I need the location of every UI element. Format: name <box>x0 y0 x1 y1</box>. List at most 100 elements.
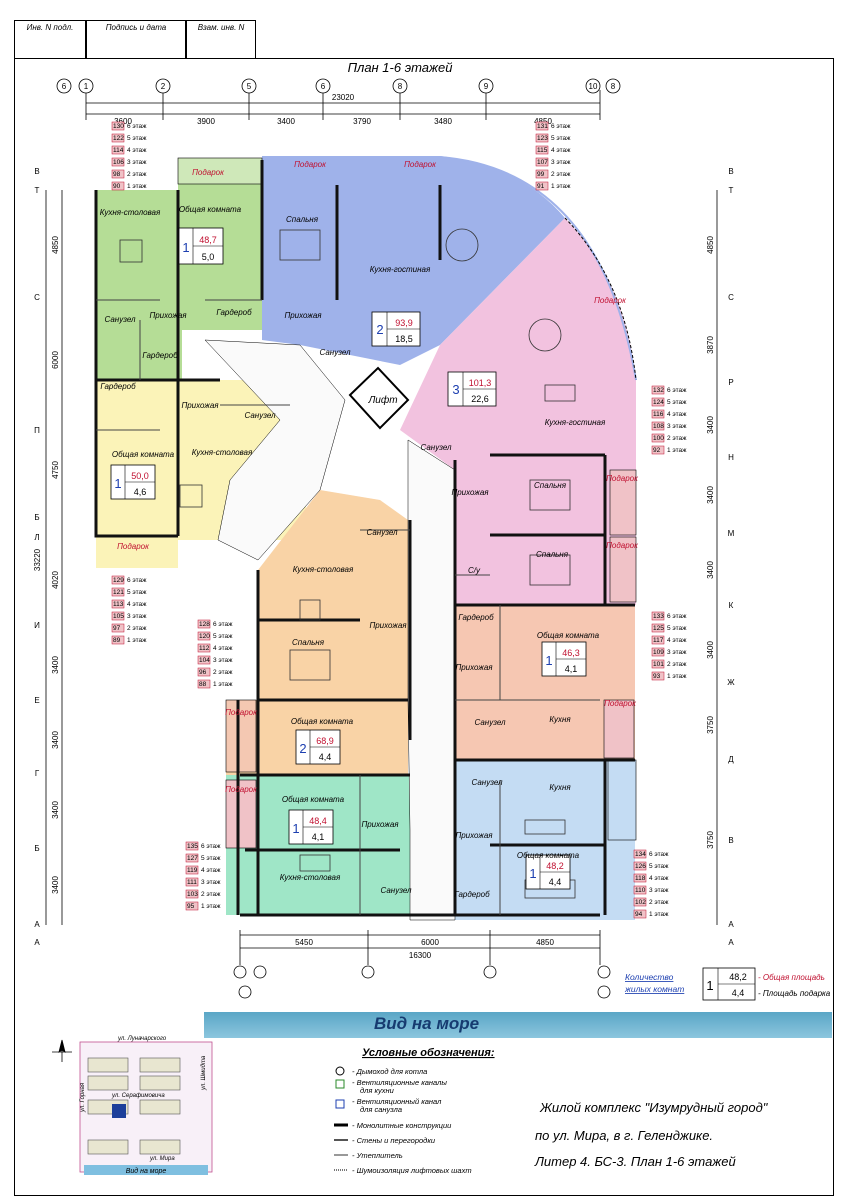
axis-label: П <box>34 426 40 435</box>
svg-text:123: 123 <box>537 135 548 142</box>
table <box>179 484 203 508</box>
axis-label: А <box>34 938 40 947</box>
left-dim: 3400 <box>51 876 60 894</box>
bed <box>529 554 571 586</box>
plan-title: План 1-6 этажей <box>348 60 453 75</box>
svg-text:6 этаж: 6 этаж <box>667 613 687 620</box>
legend-key-l1: - Общая площадь <box>758 973 825 982</box>
svg-text:122: 122 <box>113 135 124 142</box>
table <box>119 239 143 263</box>
street-label: ул. Шмидта <box>201 1055 207 1091</box>
room-name: Общая комната <box>112 450 175 459</box>
svg-text:5 этаж: 5 этаж <box>551 135 571 142</box>
apt-info-1: 1 48,7 5,0 <box>178 227 224 265</box>
room-labels: Подарок Подарок Подарок Подарок Подарок … <box>100 160 639 899</box>
svg-text:68,9: 68,9 <box>316 736 334 746</box>
apt-yellow-gift <box>96 536 178 568</box>
legend-key-rooms: 1 <box>706 978 713 993</box>
legend-key: Количество жилых комнат 1 48,2 4,4 - Общ… <box>624 967 831 1001</box>
svg-text:1 этаж: 1 этаж <box>667 673 687 680</box>
svg-text:117: 117 <box>653 637 664 644</box>
project-line-1: Жилой комплекс "Изумрудный город" <box>539 1100 769 1115</box>
room-name: Кухня-столовая <box>100 208 161 217</box>
apt-info-4: 1 50,0 4,6 <box>110 464 156 500</box>
svg-text:129: 129 <box>113 577 124 584</box>
room-name: Прихожая <box>455 663 493 672</box>
axis-label: Р <box>728 378 733 387</box>
top-dim: 3900 <box>197 117 215 126</box>
facade-curve <box>439 156 637 381</box>
axis-label: Д <box>728 755 734 764</box>
axis-label: Ж <box>727 678 735 687</box>
svg-text:6 этаж: 6 этаж <box>551 123 571 130</box>
room-name: Общая комната <box>282 795 345 804</box>
svg-text:133: 133 <box>653 613 664 620</box>
right-dim: 3750 <box>706 831 715 849</box>
svg-text:2 этаж: 2 этаж <box>667 661 687 668</box>
room-name: Общая комната <box>537 631 600 640</box>
axis-label: С <box>728 293 734 302</box>
apt-info-5: 1 46,3 4,1 <box>541 641 587 677</box>
axis-label: Л <box>34 533 39 542</box>
apt-info-3: 3 101,3 22,6 <box>447 371 497 407</box>
street-label: ул. Серафимовича <box>111 1093 165 1099</box>
street-label: ул. Мира <box>149 1156 175 1162</box>
room-name: Спальня <box>536 550 569 559</box>
svg-text:5 этаж: 5 этаж <box>213 633 233 640</box>
svg-text:96: 96 <box>199 669 207 676</box>
svg-text:18,5: 18,5 <box>395 334 413 344</box>
room-name: Общая комната <box>517 851 580 860</box>
legend-title: Условные обозначения: <box>362 1047 495 1059</box>
svg-text:101: 101 <box>653 661 664 668</box>
top-dim: 3400 <box>277 117 295 126</box>
axis-label: М <box>728 529 735 538</box>
svg-text:89: 89 <box>113 637 121 644</box>
svg-text:110: 110 <box>635 887 646 894</box>
axis-label: Г <box>35 769 40 778</box>
axis-label: А <box>728 920 734 929</box>
right-dim: 3400 <box>706 641 715 659</box>
svg-text:4 этаж: 4 этаж <box>213 645 233 652</box>
axis-label: Б <box>34 844 39 853</box>
svg-text:22,6: 22,6 <box>471 394 489 404</box>
axis-label: А <box>34 920 40 929</box>
top-axis-bubbles <box>56 78 621 94</box>
apt-orange-top <box>258 490 408 700</box>
svg-text:46,3: 46,3 <box>562 648 580 658</box>
axis-label: В <box>34 167 39 176</box>
svg-text:115: 115 <box>537 147 548 154</box>
svg-text:4,4: 4,4 <box>549 877 562 887</box>
svg-text:1 этаж: 1 этаж <box>201 903 221 910</box>
svg-text:- Утеплитель: - Утеплитель <box>352 1151 403 1160</box>
room-name: Гардероб <box>458 613 494 622</box>
svg-text:1 этаж: 1 этаж <box>127 183 147 190</box>
svg-text:93,9: 93,9 <box>395 318 413 328</box>
svg-text:127: 127 <box>187 855 198 862</box>
right-axis-labels: В Т С Р Н М К Ж Д В А А <box>727 167 735 947</box>
lift-label: Лифт <box>367 394 397 406</box>
gift-label: Подарок <box>606 541 639 550</box>
svg-text:5 этаж: 5 этаж <box>201 855 221 862</box>
balcony <box>607 759 637 841</box>
svg-text:3 этаж: 3 этаж <box>667 423 687 430</box>
left-dim: 3400 <box>51 801 60 819</box>
partitions <box>96 299 600 915</box>
svg-text:- Вентиляционный канал: - Вентиляционный канал <box>352 1097 442 1106</box>
svg-text:5 этаж: 5 этаж <box>667 625 687 632</box>
svg-text:91: 91 <box>537 183 545 190</box>
gift-label: Подарок <box>594 296 627 305</box>
svg-text:5 этаж: 5 этаж <box>127 135 147 142</box>
svg-text:4 этаж: 4 этаж <box>127 147 147 154</box>
balcony <box>603 699 635 759</box>
top-total-dim: 23020 <box>332 93 355 102</box>
svg-text:3 этаж: 3 этаж <box>551 159 571 166</box>
bottom-total-dim: 16300 <box>409 951 432 960</box>
svg-text:6 этаж: 6 этаж <box>127 577 147 584</box>
right-dim-labels: 4850 3870 3400 3400 3400 3400 3750 3750 <box>706 236 715 849</box>
svg-text:3 этаж: 3 этаж <box>213 657 233 664</box>
room-name: Спальня <box>286 215 319 224</box>
room-name: Прихожая <box>369 621 407 630</box>
